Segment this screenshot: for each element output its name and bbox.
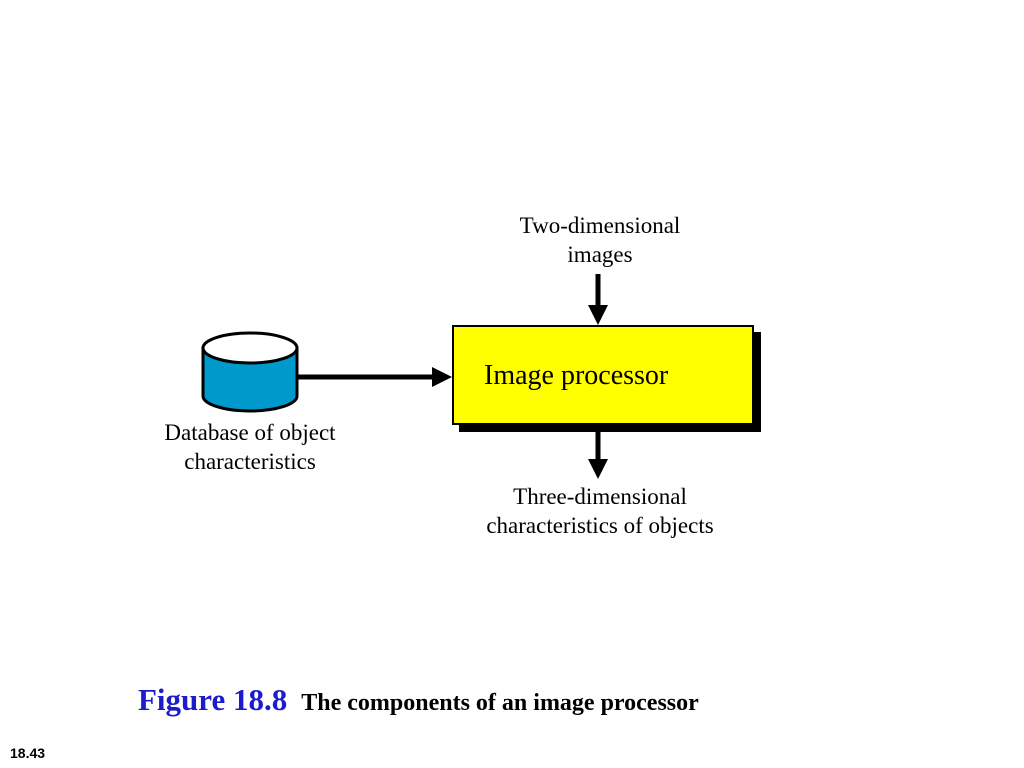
input-label: Two-dimensional images	[519, 213, 681, 267]
arrow-input-to-processor	[588, 274, 608, 325]
figure-number: Figure 18.8	[138, 682, 288, 717]
image-processor-box: Image processor	[452, 325, 754, 425]
database-label: Database of object characteristics	[164, 420, 336, 474]
arrow-database-to-processor	[297, 367, 452, 387]
figure-caption-text: The components of an image processor	[301, 690, 699, 716]
image-processor-label: Image processor	[484, 360, 669, 391]
figure-caption: Figure 18.8 The components of an image pr…	[138, 682, 699, 718]
slide-number: 18.43	[10, 745, 46, 761]
output-label: Three-dimensional characteristics of obj…	[486, 484, 714, 538]
arrow-processor-to-output	[588, 432, 608, 479]
database-cylinder-icon	[201, 331, 299, 413]
